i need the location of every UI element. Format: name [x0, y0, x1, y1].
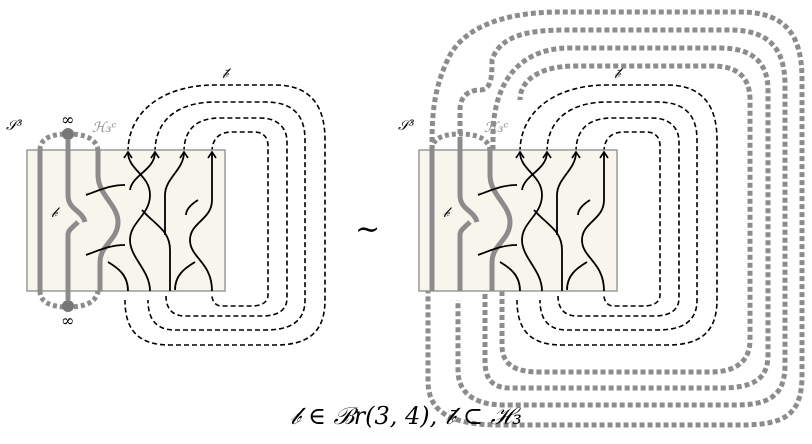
- right-black-strands: [477, 151, 605, 292]
- left-braid-label: 𝒷: [51, 205, 58, 221]
- right-diagram: [418, 9, 805, 428]
- right-closure-label: 𝒷̄: [614, 66, 621, 82]
- left-infinity-top-label: ∞: [61, 110, 75, 129]
- right-grey-strands: [429, 140, 513, 291]
- right-sphere-label: 𝒮³: [398, 118, 415, 134]
- left-braid-box: [26, 149, 226, 292]
- right-small-grey-loop: [429, 131, 493, 151]
- right-closure-loops: [516, 84, 718, 346]
- left-handlebody-label: ℋ₃ᶜ: [92, 120, 117, 136]
- right-braid-box: [418, 149, 618, 292]
- left-closure-label: 𝒷̄: [222, 66, 229, 82]
- left-sphere-label: 𝒮³: [6, 118, 23, 134]
- left-infinity-point-top: [62, 128, 74, 140]
- left-grey-strands: [37, 140, 121, 300]
- right-thick-grey-loops: [425, 9, 805, 428]
- left-infinity-bottom-label: ∞: [61, 311, 75, 330]
- left-diagram: [26, 84, 326, 346]
- left-black-strands: [85, 151, 213, 292]
- left-strand-arrows: [123, 150, 217, 159]
- left-closure-loops: [124, 84, 326, 346]
- equivalence-symbol: ∼: [355, 212, 381, 247]
- left-infinity-point-bottom: [62, 300, 74, 312]
- figure-caption: 𝒷 ∈ ℬr(3, 4), 𝒷̄ ⊂ ℋ₃: [290, 402, 522, 430]
- right-braid-label: 𝒷: [443, 205, 450, 221]
- right-handlebody-label: ℋ₃ᶜ: [484, 120, 509, 136]
- right-strand-arrows: [515, 150, 609, 159]
